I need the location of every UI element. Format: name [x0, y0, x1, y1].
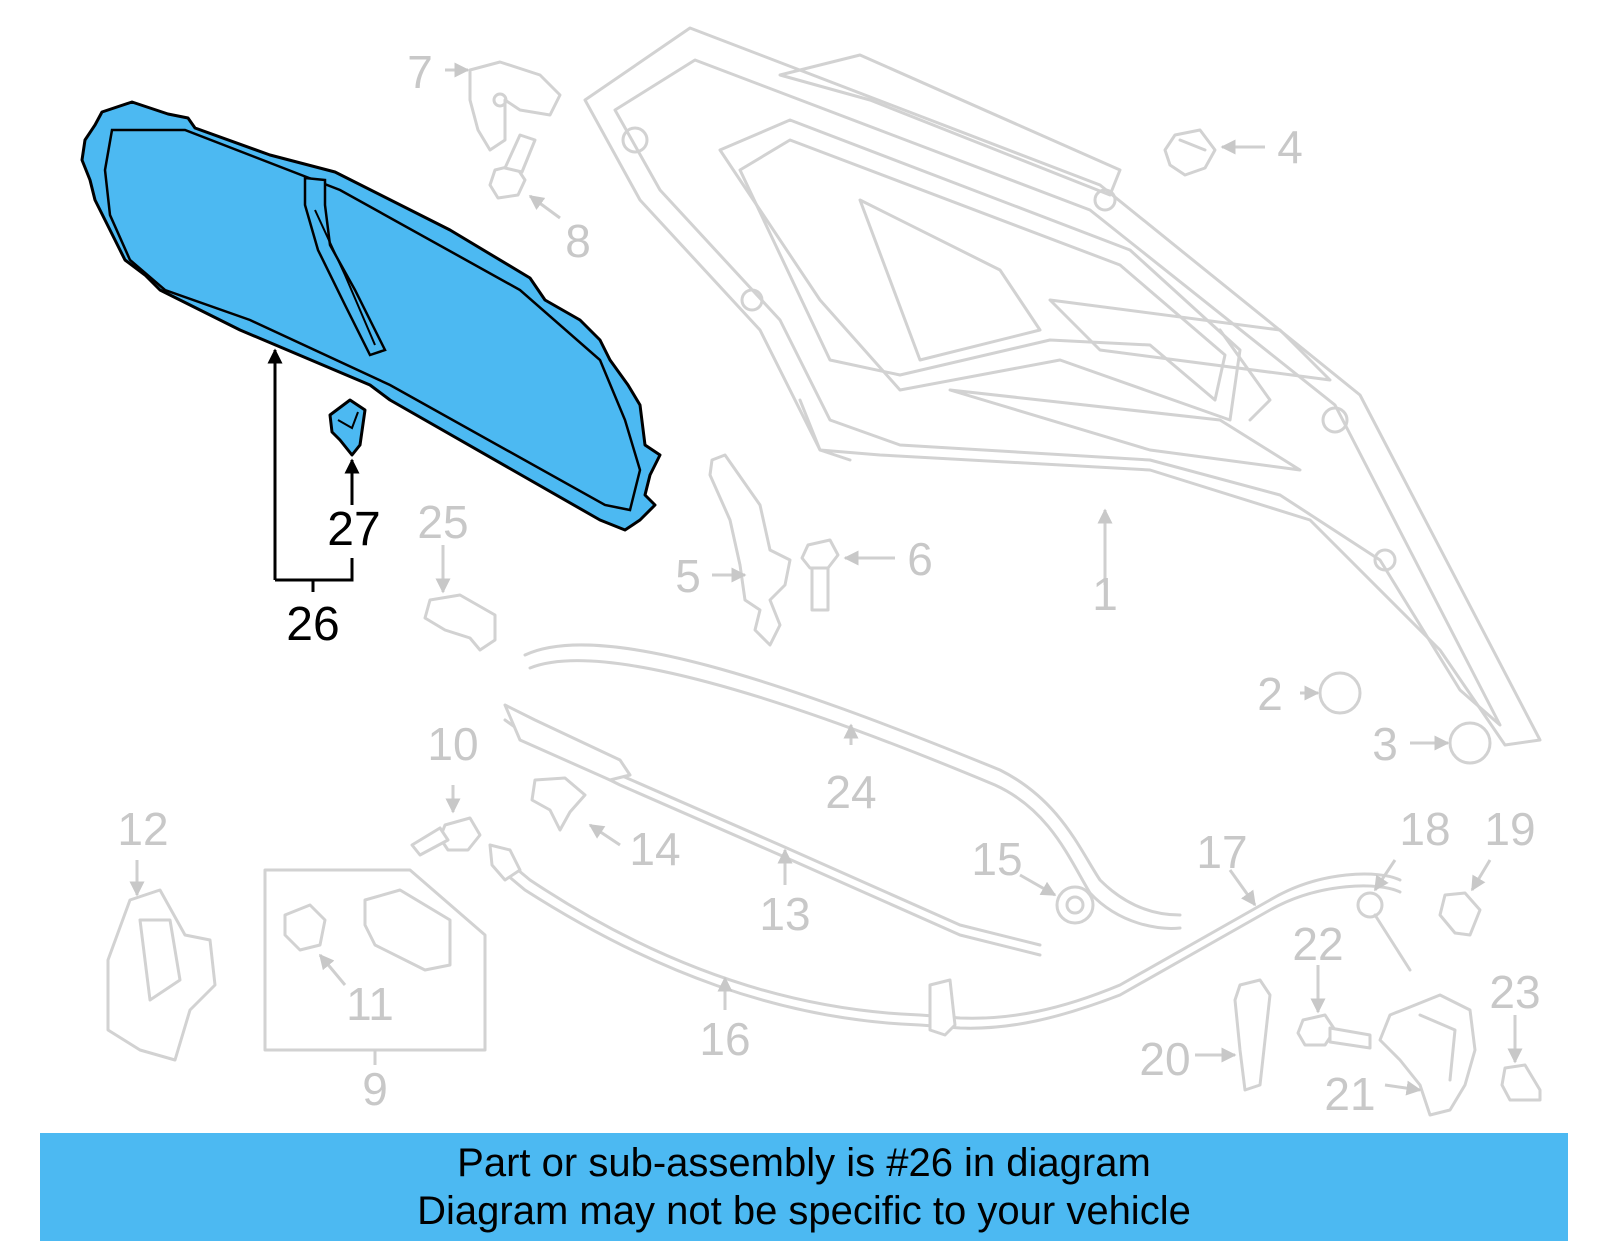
- part-16-release-cable: [488, 843, 1402, 1037]
- callout-10: 10: [427, 718, 478, 770]
- callout-4: 4: [1277, 121, 1303, 173]
- callout-5: 5: [675, 550, 701, 602]
- part-20-handle: [1233, 978, 1272, 1092]
- callout-14: 14: [629, 823, 680, 875]
- part-27-clip: [328, 398, 367, 457]
- part-2-plug: [1318, 671, 1362, 715]
- part-8-bolt: [488, 133, 537, 200]
- callout-16: 16: [699, 1013, 750, 1065]
- part-21-bracket: [1378, 993, 1477, 1117]
- part-3-plug: [1448, 721, 1492, 765]
- banner-line-disclaimer: Diagram may not be specific to your vehi…: [417, 1189, 1191, 1233]
- callout-12: 12: [117, 803, 168, 855]
- callout-20: 20: [1139, 1033, 1190, 1085]
- callout-25: 25: [417, 496, 468, 548]
- callout-labels: 1 2 3 4 5 6 7 8 9 10 11 12 13 14 15 16 1…: [117, 46, 1540, 1120]
- callout-24: 24: [825, 766, 876, 818]
- callout-2: 2: [1257, 668, 1283, 720]
- part-18-cable-end: [1356, 891, 1412, 972]
- part-22-bolt: [1296, 1013, 1372, 1050]
- part-15-grommet: [1055, 885, 1095, 925]
- part-6-bolt: [800, 538, 840, 612]
- callout-22: 22: [1292, 918, 1343, 970]
- part-4-grommet: [1163, 128, 1217, 177]
- callout-1: 1: [1092, 568, 1118, 620]
- part-24-seal: [523, 643, 1182, 930]
- callout-11: 11: [346, 978, 394, 1030]
- part-9-latch-kit: [263, 868, 487, 1052]
- leader-lines: [129, 62, 1523, 1096]
- callout-21: 21: [1324, 1068, 1375, 1120]
- part-19-clip: [1438, 891, 1482, 937]
- part-10-bolt: [410, 816, 482, 857]
- part-13-prop-rod: [503, 703, 1042, 957]
- part-23-clip: [1500, 1063, 1542, 1102]
- part-7-bracket: [468, 60, 562, 152]
- callout-7: 7: [407, 46, 433, 98]
- callout-23: 23: [1489, 966, 1540, 1018]
- callout-27: 27: [327, 503, 380, 556]
- callout-17: 17: [1196, 826, 1247, 878]
- callout-13: 13: [759, 888, 810, 940]
- callout-3: 3: [1372, 718, 1398, 770]
- callout-18: 18: [1399, 803, 1450, 855]
- callout-15: 15: [971, 833, 1022, 885]
- part-12-bracket: [106, 888, 217, 1062]
- part-26-hood-insulator: [80, 100, 662, 532]
- callout-8: 8: [565, 215, 591, 267]
- callout-9: 9: [362, 1063, 388, 1115]
- callout-6: 6: [907, 533, 933, 585]
- callout-19: 19: [1484, 803, 1535, 855]
- callout-26: 26: [286, 598, 339, 651]
- part-5-hinge: [708, 453, 792, 647]
- info-banner: Part or sub-assembly is #26 in diagram D…: [40, 1133, 1568, 1241]
- part-hood-panel: [583, 26, 1542, 747]
- part-25-bumper: [423, 593, 497, 652]
- banner-line-part: Part or sub-assembly is #26 in diagram: [457, 1141, 1151, 1185]
- part-14-clip: [530, 776, 587, 832]
